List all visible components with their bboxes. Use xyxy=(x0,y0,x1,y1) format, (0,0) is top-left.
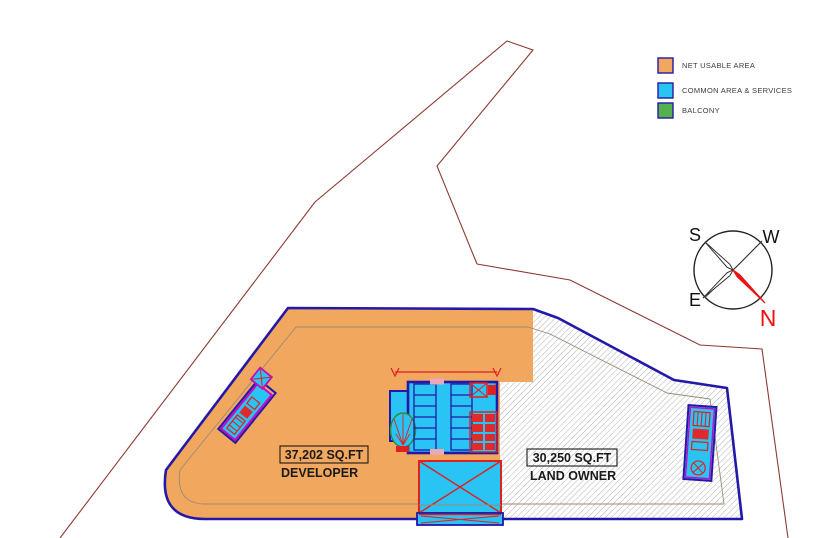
compass-point-east2 xyxy=(702,268,735,299)
compass-rose: S W E N xyxy=(689,225,780,331)
legend-label: COMMON AREA & SERVICES xyxy=(682,86,792,95)
land-owner-owner-text: LAND OWNER xyxy=(530,469,616,483)
compass-letter-north: N xyxy=(760,305,777,331)
east-stair-block xyxy=(682,404,718,482)
dimension-line xyxy=(390,367,502,378)
door-marker-bottom xyxy=(430,449,444,455)
compass-letter-west: W xyxy=(763,227,780,247)
site-boundary-right xyxy=(476,263,789,538)
shaft-x-box xyxy=(416,460,504,526)
orange-swatch-icon xyxy=(657,57,674,74)
land-owner-area-box xyxy=(526,448,618,467)
land-owner-area-text: 30,250 SQ.FT xyxy=(533,451,612,465)
compass-star xyxy=(702,240,766,304)
east-x-circle xyxy=(690,460,706,476)
stall-bank-left xyxy=(413,383,437,451)
legend: NET USABLE AREA COMMON AREA & SERVICES B… xyxy=(657,57,792,119)
developer-area-box xyxy=(279,445,369,464)
compass-point-west2 xyxy=(732,240,763,271)
oval-stair xyxy=(389,412,417,452)
cyan-swatch-icon xyxy=(657,82,674,99)
site-boundary-left xyxy=(59,40,534,538)
entry-strip xyxy=(416,512,504,526)
developer-label: 37,202 SQ.FT DEVELOPER xyxy=(279,445,369,480)
central-core xyxy=(389,367,502,455)
land-owner-label: 30,250 SQ.FT LAND OWNER xyxy=(526,448,618,483)
elevator-zone xyxy=(469,382,498,453)
west-x-box xyxy=(249,366,274,391)
legend-label: NET USABLE AREA xyxy=(682,61,755,70)
developer-net-usable-area xyxy=(164,308,533,519)
legend-label: BALCONY xyxy=(682,106,720,115)
door-marker-top xyxy=(430,378,444,385)
developer-owner-text: DEVELOPER xyxy=(281,466,358,480)
legend-item-common-area: COMMON AREA & SERVICES xyxy=(657,82,792,99)
compass-circle xyxy=(693,230,773,310)
compass-letter-east: E xyxy=(689,290,701,310)
west-stair-block xyxy=(216,366,278,445)
compass-needle-north2 xyxy=(732,269,766,304)
compass-point-south2 xyxy=(704,241,735,272)
legend-item-net-usable: NET USABLE AREA xyxy=(657,57,755,74)
legend-item-balcony: BALCONY xyxy=(657,102,720,119)
site-boundary xyxy=(59,40,789,538)
setback-line xyxy=(178,326,725,505)
compass-letter-south: S xyxy=(689,225,701,245)
green-swatch-icon xyxy=(657,102,674,119)
developer-area-text: 37,202 SQ.FT xyxy=(285,448,364,462)
parcel-outline xyxy=(163,306,744,521)
